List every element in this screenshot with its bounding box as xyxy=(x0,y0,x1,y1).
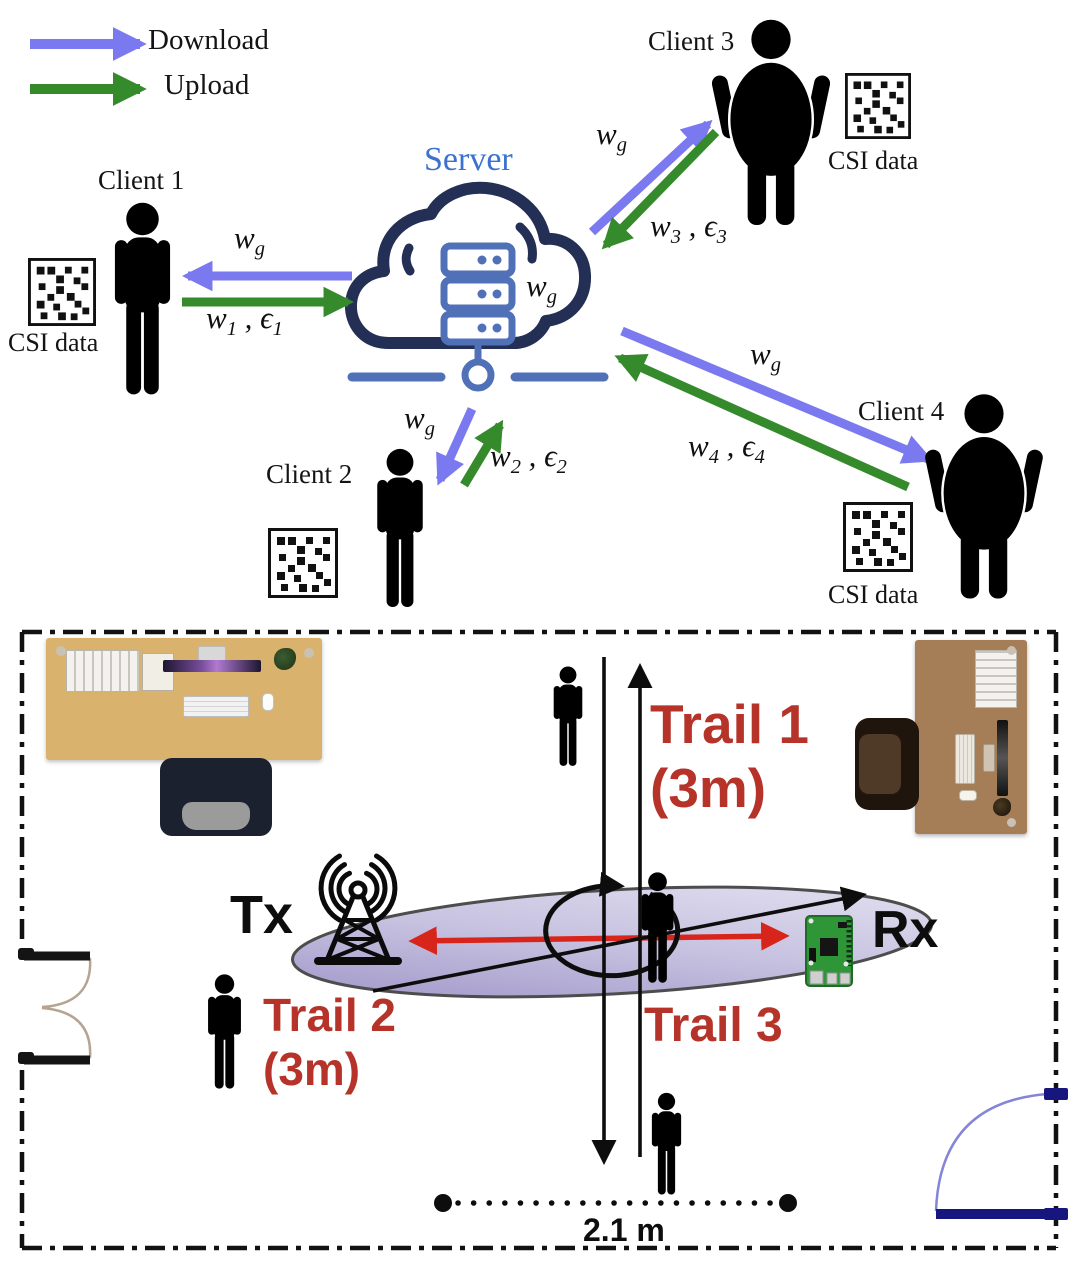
mouse xyxy=(959,790,977,801)
books-stack xyxy=(66,650,140,692)
client2-download-arrow xyxy=(435,407,477,486)
client4-upload-arrow xyxy=(614,353,910,492)
keyboard xyxy=(955,734,975,784)
monitor xyxy=(997,720,1008,796)
monitor-stand xyxy=(983,744,995,772)
office-chair-right xyxy=(855,718,919,810)
paper-box xyxy=(142,653,174,691)
client3-upload-arrow xyxy=(601,128,720,250)
legend-arrows xyxy=(30,26,147,107)
monitor xyxy=(163,660,261,672)
trail2-path-arrow xyxy=(372,886,867,993)
books-stack xyxy=(975,650,1017,708)
client4-download-arrow xyxy=(620,326,934,464)
cloud-detail xyxy=(401,243,415,276)
client2-upload-arrow xyxy=(460,419,504,488)
grommet-hole xyxy=(1007,818,1016,827)
tx-antenna-icon xyxy=(314,853,402,965)
client2-csi-qr-icon xyxy=(268,528,338,598)
distance-measure xyxy=(434,1194,797,1212)
chair-seat xyxy=(859,734,901,794)
grommet-hole xyxy=(304,648,314,658)
measure-endpoint xyxy=(779,1194,797,1212)
trail-lines xyxy=(372,657,867,1166)
fl-arrows xyxy=(181,119,934,492)
keyboard xyxy=(183,696,249,717)
desk-plant xyxy=(993,798,1011,816)
client3-csi-qr-icon xyxy=(845,73,911,139)
client4-csi-qr-icon xyxy=(843,502,913,572)
rx-pi-icon xyxy=(805,915,853,987)
client1-person-icon xyxy=(114,202,171,395)
door-left-icon xyxy=(18,948,92,1065)
client1-csi-qr-icon xyxy=(28,258,96,326)
mouse xyxy=(262,693,274,711)
client3-download-arrow xyxy=(588,119,713,236)
walker-bottom-icon xyxy=(651,1092,682,1195)
walker-top-icon xyxy=(553,666,583,766)
desk-top-right xyxy=(915,640,1027,834)
walker-trail2-icon xyxy=(208,974,241,1089)
chair-cushion xyxy=(182,802,250,830)
client4-person-icon xyxy=(925,393,1043,600)
los-double-arrow xyxy=(408,922,790,955)
client3-person-icon xyxy=(712,18,830,227)
office-chair-left xyxy=(160,758,272,836)
desk-plant xyxy=(274,648,296,670)
server-rack-icon xyxy=(347,242,609,392)
rotation-circle-arrow xyxy=(543,871,681,979)
grommet-hole xyxy=(56,646,66,656)
room-border xyxy=(19,629,1059,1251)
client2-person-icon xyxy=(377,448,423,607)
server-cloud-icon xyxy=(344,181,609,392)
grommet-hole xyxy=(1007,646,1016,655)
door-right-icon xyxy=(934,1088,1068,1220)
cloud-detail xyxy=(515,222,537,264)
desk-top-left xyxy=(46,638,322,760)
measure-endpoint xyxy=(434,1194,452,1212)
